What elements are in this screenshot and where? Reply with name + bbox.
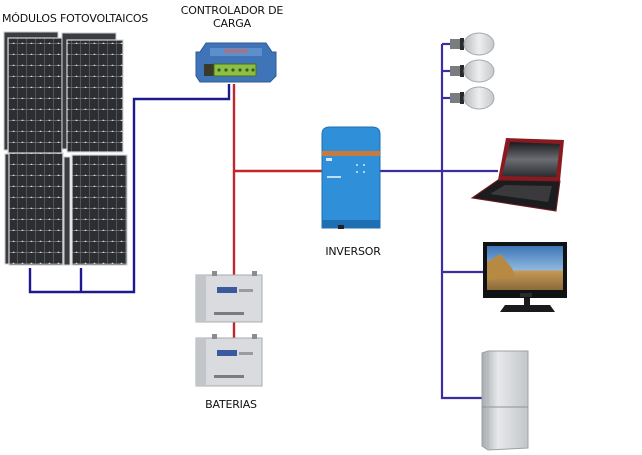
charge-controller (195, 42, 277, 83)
dc-positive-wiring (232, 84, 322, 338)
television (483, 242, 567, 312)
controller-label: CONTROLADOR DE CARGA (178, 4, 286, 30)
battery-1 (195, 271, 263, 323)
wire-load-bus (440, 44, 482, 400)
light-bulb-2 (450, 59, 495, 83)
inverter-label: INVERSOR (325, 245, 381, 258)
light-bulb-3 (450, 86, 495, 110)
wire-panels-to-controller (28, 84, 231, 294)
batteries-label: BATERIAS (205, 398, 257, 411)
dc-negative-wiring (28, 84, 231, 294)
inverter (321, 126, 381, 229)
panels-label: MÓDULOS FOTOVOLTAICOS (2, 12, 149, 25)
ac-wiring (380, 42, 498, 400)
controller-label-line2: CARGA (213, 17, 251, 30)
laptop (470, 138, 564, 212)
battery-2 (195, 334, 263, 387)
light-bulb-1 (450, 32, 495, 56)
solar-panels (3, 31, 128, 266)
refrigerator (481, 350, 529, 451)
controller-label-line1: CONTROLADOR DE (180, 4, 284, 17)
